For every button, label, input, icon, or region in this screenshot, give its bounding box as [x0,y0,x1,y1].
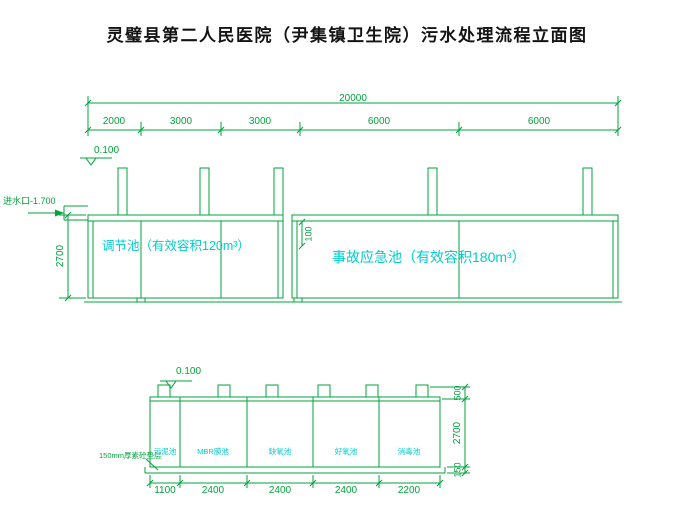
dim-gap: 100 [303,226,314,242]
dim-segment: 6000 [527,116,551,127]
upper-access-stubs [117,167,593,216]
lower-elevation-symbol [160,380,192,389]
dim-tank-height: 2700 [452,421,463,445]
upper-baseline [84,297,622,303]
inlet-arrowhead-icon [55,209,64,217]
lower-bottom-dim [146,475,444,488]
compartment-label: 消毒池 [397,447,421,456]
regulation-tank-outline [87,214,284,299]
base-slab [144,467,446,474]
dim-segment: 3000 [248,116,272,127]
upper-height-dim [59,211,86,302]
compartment-label: 污泥池 [153,447,177,456]
elevation-mark: 0.100 [94,145,120,156]
upper-elevation-view [28,96,622,303]
dim-compartment: 2200 [397,485,421,496]
dim-compartment: 2400 [268,485,292,496]
dim-total: 20000 [339,93,367,104]
dim-height: 2700 [55,244,66,268]
dim-segment: 6000 [367,116,391,127]
compartment-label: MBR膜池 [197,447,229,456]
emergency-tank-outline [291,214,619,299]
tank1-label: 调节池（有效容积120m³） [102,239,250,253]
gap-dim [298,218,306,250]
dim-compartment: 2400 [201,485,225,496]
lower-elevation-mark: 0.100 [176,366,202,377]
dim-slab-height: 150 [452,462,463,478]
elevation-symbol [80,157,112,166]
dim-segment: 2000 [102,116,126,127]
dim-segment: 3000 [169,116,193,127]
inlet-pipe [28,205,88,221]
lower-right-dim [430,383,470,477]
lower-elevation-view [144,380,470,488]
dim-stub-height: 500 [452,385,463,401]
tank2-label: 事故应急池（有效容积180m³） [332,249,526,265]
compartment-label: 缺氧池 [268,447,292,456]
base-note-leader [145,458,159,471]
dim-compartment: 1100 [154,485,176,496]
inlet-label: 进水口-1.700 [3,196,56,206]
upper-dim-lines [87,96,619,136]
drawing-title: 灵璧县第二人民医院（尹集镇卫生院）污水处理流程立面图 [106,26,588,45]
process-tank-outline [149,396,441,468]
upper-dim-ticks [84,99,622,134]
compartment-label: 好氧池 [334,447,358,456]
base-note: 150mm厚素砼垫层 [99,451,162,460]
lower-access-stubs [157,384,429,398]
dim-compartment: 2400 [334,485,358,496]
